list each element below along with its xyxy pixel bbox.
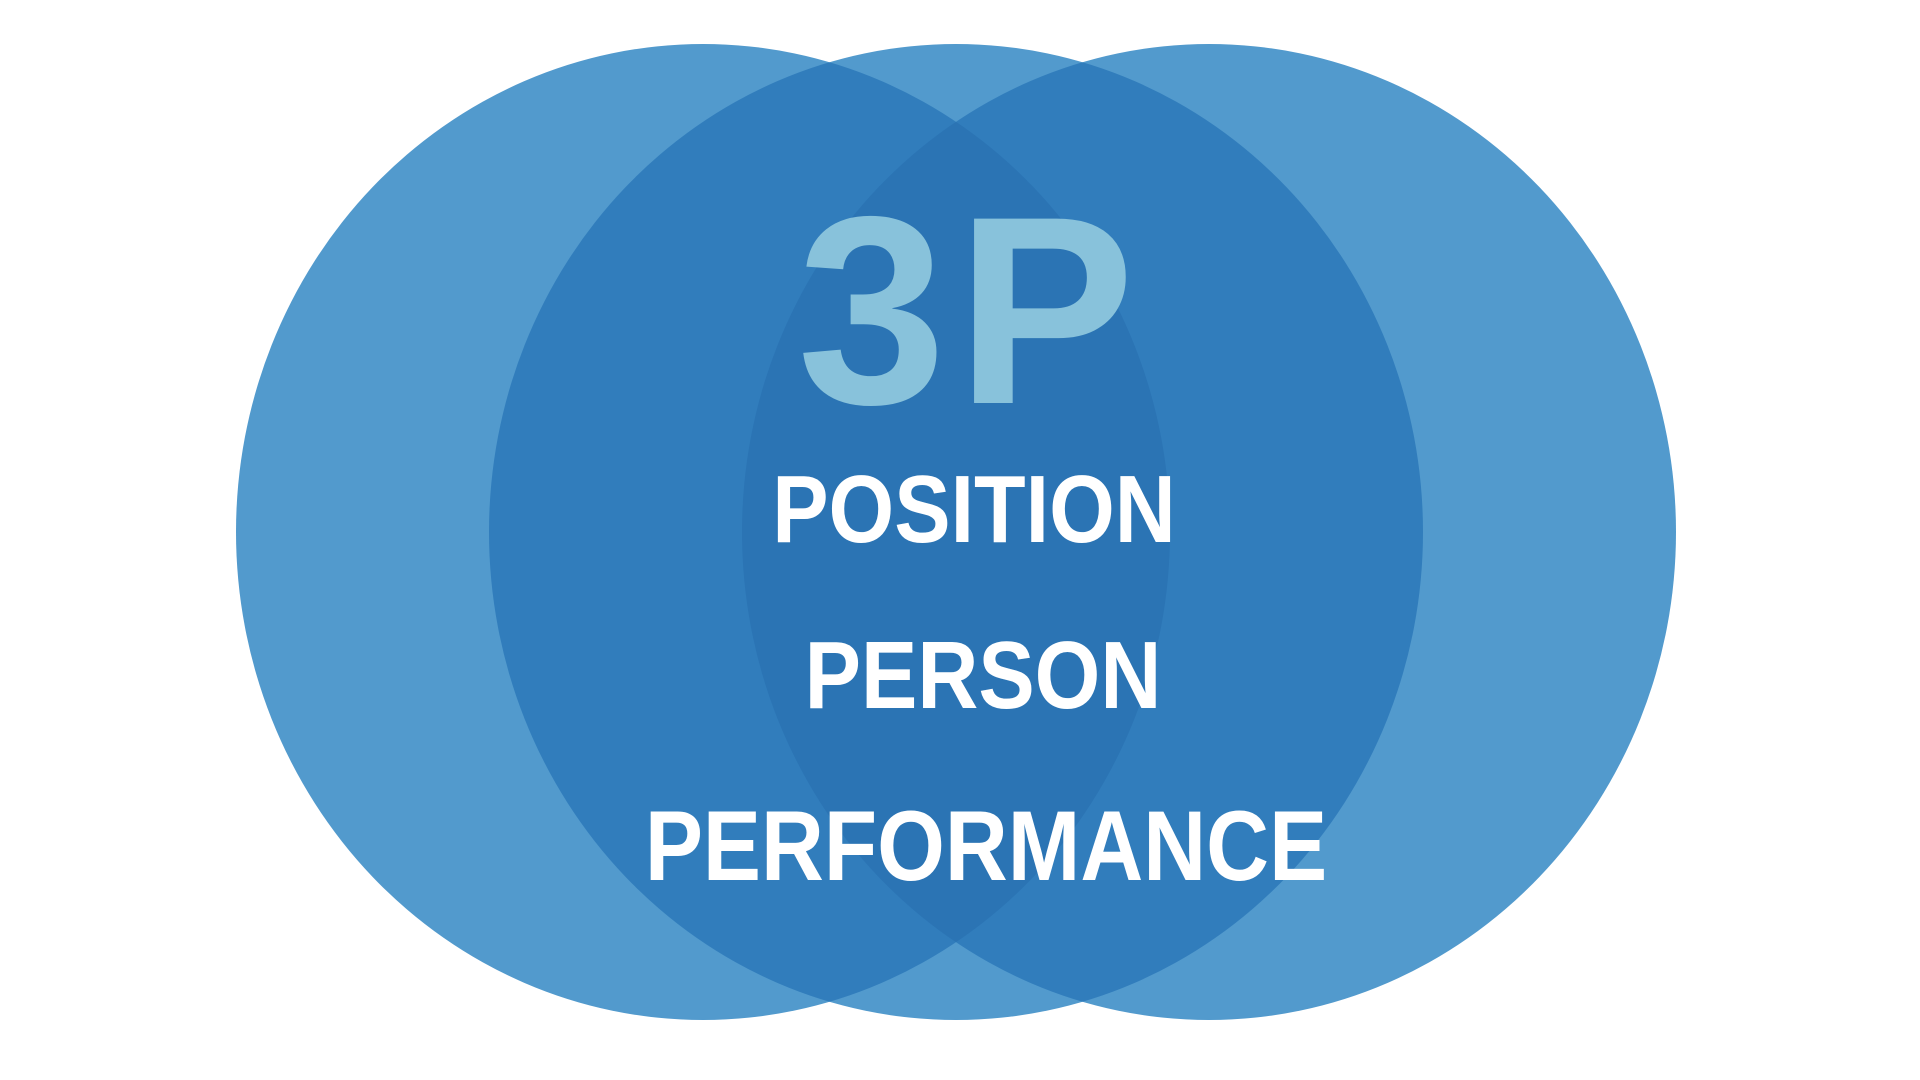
label-position: POSITION bbox=[772, 456, 1176, 563]
diagram-title: 3P bbox=[797, 160, 1145, 460]
overlap-center-lens bbox=[742, 44, 1170, 1020]
label-person: PERSON bbox=[805, 622, 1162, 729]
label-performance: PERFORMANCE bbox=[645, 791, 1327, 901]
overlap-center-lens-shape bbox=[742, 44, 1170, 1020]
